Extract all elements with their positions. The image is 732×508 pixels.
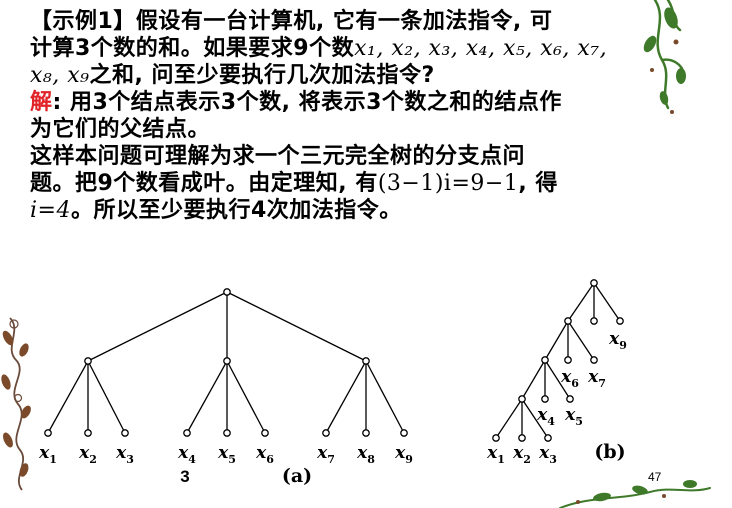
tree-b-edge xyxy=(593,282,621,322)
tree-b-leaf-label: x7 xyxy=(587,367,606,390)
text-line-2: 计算3个数的和。如果要求9个数x₁, x₂, x₃, x₄, x₅, x₆, x… xyxy=(30,35,660,62)
tree-a-edge xyxy=(226,360,266,434)
tree-b-leaf-label: x4 xyxy=(536,405,555,428)
tree-a-leaf-node xyxy=(84,429,92,437)
theorem-formula: (3−1)i=9−1 xyxy=(377,171,519,196)
tree-a-leaf-node xyxy=(261,429,269,437)
tree-b-branch-node xyxy=(564,317,572,325)
tree-b-edge xyxy=(544,359,571,400)
tree-a-edge xyxy=(186,360,228,434)
tree-b-leaf-node xyxy=(564,356,572,364)
tree-a-leaf-label: x7 xyxy=(316,443,335,466)
text-line-5: 为它们的父结点。 xyxy=(30,116,660,143)
tree-a-leaf-node xyxy=(223,429,231,437)
tree-a-branch-node xyxy=(223,357,231,365)
problem-statement-1: 假设有一台计算机, 它有一条加法指令, 可 xyxy=(135,9,553,34)
tree-a-mark: 3 xyxy=(180,467,189,486)
tree-a-edge xyxy=(365,360,405,434)
text-line-8: i=4。所以至少要执行4次加法指令。 xyxy=(30,197,660,224)
solution-label: 解 xyxy=(30,90,53,115)
text-line-7: 题。把9个数看成叶。由定理知, 有(3−1)i=9−1, 得 xyxy=(30,170,660,197)
tree-b-leaf-label: x9 xyxy=(608,329,627,352)
problem-question: 之和, 问至少要执行几次加法指令? xyxy=(89,63,435,88)
solution-text-3: 这样本问题可理解为求一个三元完全树的分支点问 xyxy=(30,144,526,169)
tree-b-leaf-label: x5 xyxy=(564,405,583,428)
tree-b-edge xyxy=(495,398,523,439)
text-line-4: 解: 用3个结点表示3个数, 将表示3个数之和的结点作 xyxy=(30,89,660,116)
tree-b-leaf-node xyxy=(566,395,574,403)
tree-a-leaf-label: x1 xyxy=(38,443,57,466)
tree-a-leaf-node xyxy=(362,429,370,437)
tree-a-leaf-node xyxy=(121,429,129,437)
tree-a-edge xyxy=(87,291,228,362)
tree-b-edge xyxy=(521,398,549,439)
tree-a-edge xyxy=(325,360,367,434)
problem-text: 【示例1】假设有一台计算机, 它有一条加法指令, 可 计算3个数的和。如果要求9… xyxy=(30,8,660,224)
tree-a-branch-node xyxy=(362,357,370,365)
tree-a-leaf-label: x4 xyxy=(177,443,196,466)
text-line-3: x₈, x₉之和, 问至少要执行几次加法指令? xyxy=(30,62,660,89)
tree-a-leaf-label: x5 xyxy=(217,443,236,466)
result-formula: i=4 xyxy=(30,198,71,223)
tree-b-edge xyxy=(567,282,595,322)
tree-b-leaf-node xyxy=(544,434,552,442)
problem-statement-2: 计算3个数的和。如果要求9个数 xyxy=(30,36,355,61)
tree-b-edge xyxy=(544,320,569,361)
solution-text-4-tail: , 得 xyxy=(518,171,558,196)
solution-text-2: 为它们的父结点。 xyxy=(30,117,211,142)
tree-b-branch-node xyxy=(541,356,549,364)
tree-a-edge xyxy=(87,360,126,434)
tree-b-edge xyxy=(521,359,546,400)
tree-b-caption: (b) xyxy=(594,441,625,463)
tree-b-root-node xyxy=(590,279,598,287)
variables-x1-x7: x₁, x₂, x₃, x₄, x₅, x₆, x₇, xyxy=(354,36,608,61)
solution-text-1: : 用3个结点表示3个数, 将表示3个数之和的结点作 xyxy=(52,90,562,115)
tree-a-leaf-node xyxy=(183,429,191,437)
tree-a-branch-node xyxy=(84,357,92,365)
tree-a-leaf-label: x6 xyxy=(255,443,274,466)
tree-a-leaf-label: x2 xyxy=(78,443,97,466)
tree-b-leaf-label: x1 xyxy=(486,443,505,466)
tree-b-leaf-node xyxy=(541,395,549,403)
tree-b-leaf-label: x2 xyxy=(512,443,531,466)
tree-a-edge xyxy=(47,360,89,434)
tree-b-leaf-node xyxy=(616,317,624,325)
solution-text-4: 题。把9个数看成叶。由定理知, 有 xyxy=(30,171,378,196)
variables-x8-x9: x₈, x₉ xyxy=(30,63,90,88)
tree-a-edge xyxy=(226,291,367,362)
tree-a-leaf-node xyxy=(322,429,330,437)
tree-b-leaf-node xyxy=(590,317,598,325)
tree-b-leaf-label: x3 xyxy=(538,443,557,466)
tree-a-root-node xyxy=(223,288,231,296)
text-line-6: 这样本问题可理解为求一个三元完全树的分支点问 xyxy=(30,143,660,170)
tree-a-caption: (a) xyxy=(282,465,312,487)
tree-b-leaf-node xyxy=(492,434,500,442)
tree-b-leaf-label: x6 xyxy=(560,367,579,390)
tree-a-leaf-label: x3 xyxy=(115,443,134,466)
text-line-1: 【示例1】假设有一台计算机, 它有一条加法指令, 可 xyxy=(30,8,660,35)
example-title: 【示例1】 xyxy=(30,9,136,34)
tree-a-leaf-node xyxy=(44,429,52,437)
tree-b-leaf-node xyxy=(518,434,526,442)
tree-b-edge xyxy=(567,320,595,361)
tree-a-leaf-label: x8 xyxy=(356,443,375,466)
tree-b-leaf-node xyxy=(590,356,598,364)
tree-b-branch-node xyxy=(518,395,526,403)
solution-conclusion: 。所以至少要执行4次加法指令。 xyxy=(70,198,402,223)
tree-a-leaf-node xyxy=(400,429,408,437)
tree-a-leaf-label: x9 xyxy=(394,443,413,466)
page-number: 47 xyxy=(648,470,662,484)
